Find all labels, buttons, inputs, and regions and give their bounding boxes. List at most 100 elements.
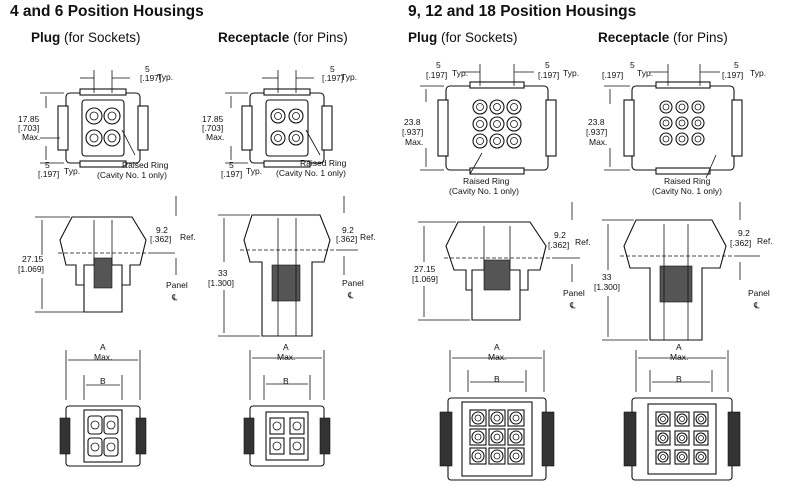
plug-large-ref-in: [.362] bbox=[548, 240, 569, 250]
receptacle-small-side-view bbox=[218, 196, 358, 337]
receptacle-large-typ: Typ. bbox=[637, 68, 653, 78]
contact-cavity-inner bbox=[493, 120, 501, 128]
receptacle-large-dim-a: A bbox=[676, 342, 682, 352]
contact-cavity bbox=[695, 432, 707, 444]
receptacle-small-typ: Typ. bbox=[341, 72, 357, 82]
contact-cavity-inner bbox=[512, 452, 520, 460]
contact-cavity-inner bbox=[476, 137, 484, 145]
contact-cavity-inner bbox=[662, 103, 670, 111]
contact-cavity-inner bbox=[698, 435, 704, 441]
contact-cavity-inner bbox=[512, 433, 520, 441]
plug-large-back-view bbox=[439, 350, 555, 481]
receptacle-small-ref-in: [.362] bbox=[336, 234, 357, 244]
contact-cavity bbox=[509, 430, 523, 444]
receptacle-large-ref-label: Ref. bbox=[757, 236, 773, 246]
plug-large-cavity: (Cavity No. 1 only) bbox=[449, 186, 519, 196]
receptacle-large-ref: 9.2 bbox=[738, 228, 750, 238]
receptacle-small-pitch-in: [.197] bbox=[322, 73, 343, 83]
receptacle-large-pitch-r-in: [.197] bbox=[722, 70, 743, 80]
receptacle-large-panel: Panel bbox=[748, 288, 770, 298]
plug-large-pitch-in: [.197] bbox=[426, 70, 447, 80]
plug-large-side-view bbox=[418, 202, 580, 321]
section-title-small: 4 and 6 Position Housings bbox=[10, 3, 204, 20]
contact-cavity-inner bbox=[476, 120, 484, 128]
plug-small-ref-label: Ref. bbox=[180, 232, 196, 242]
receptacle-small-typ2: Typ. bbox=[246, 166, 262, 176]
receptacle-large-dim-b: B bbox=[676, 374, 682, 384]
receptacle-large-length-in: [1.300] bbox=[594, 282, 620, 292]
plug-small-pitch: 5 bbox=[145, 64, 150, 74]
contact-cavity bbox=[691, 132, 705, 146]
plug-small-panel: Panel bbox=[166, 280, 188, 290]
receptacle-small-ref: 9.2 bbox=[342, 225, 354, 235]
plug-small-ref: 9.2 bbox=[156, 225, 168, 235]
contact-cavity bbox=[506, 133, 522, 149]
contact-cavity bbox=[657, 413, 669, 425]
receptacle-large-back-view bbox=[623, 350, 741, 481]
receptacle-small-length: 33 bbox=[218, 268, 228, 278]
contact-cavity bbox=[472, 116, 488, 132]
receptacle-small-ref-label: Ref. bbox=[360, 232, 376, 242]
contact-cavity-inner bbox=[474, 452, 482, 460]
contact-cavity-inner bbox=[662, 119, 670, 127]
receptacle-large-ref-in: [.362] bbox=[730, 238, 751, 248]
column-heading-receptacle-small: Receptacle (for Pins) bbox=[218, 30, 348, 45]
contact-cavity-inner bbox=[679, 454, 685, 460]
plug-large-height: 23.8 bbox=[404, 117, 421, 127]
contact-cavity bbox=[676, 432, 688, 444]
receptacle-large-pitch: 5 bbox=[630, 60, 635, 70]
plug-large-pitch-r-in: [.197] bbox=[538, 70, 559, 80]
plug-large-max: Max. bbox=[405, 137, 423, 147]
contact-cavity bbox=[471, 430, 485, 444]
contact-cavity-inner bbox=[510, 103, 518, 111]
receptacle-large-max: Max. bbox=[589, 137, 607, 147]
section-title-large: 9, 12 and 18 Position Housings bbox=[408, 3, 637, 20]
receptacle-small-front-view bbox=[225, 70, 333, 168]
contact-cavity-inner bbox=[678, 103, 686, 111]
contact-cavity-inner bbox=[698, 416, 704, 422]
plug-large-typ-r: Typ. bbox=[563, 68, 579, 78]
contact-cavity bbox=[489, 116, 505, 132]
plug-small-height: 17.85 bbox=[18, 114, 40, 124]
contact-cavity bbox=[691, 100, 705, 114]
contact-cavity bbox=[675, 132, 689, 146]
plug-large-pitch-r: 5 bbox=[545, 60, 550, 70]
receptacle-small-length-in: [1.300] bbox=[208, 278, 234, 288]
contact-cavity bbox=[489, 133, 505, 149]
plug-large-height-in: [.937] bbox=[402, 127, 423, 137]
plug-large-dim-a: A bbox=[494, 342, 500, 352]
plug-small-pitch2: 5 bbox=[45, 160, 50, 170]
contact-cavity bbox=[676, 413, 688, 425]
receptacle-small-cavity: (Cavity No. 1 only) bbox=[276, 168, 346, 178]
contact-cavity bbox=[659, 100, 673, 114]
plug-small-typ2: Typ. bbox=[64, 166, 80, 176]
receptacle-large-typ-r: Typ. bbox=[750, 68, 766, 78]
receptacle-small-max: Max. bbox=[206, 132, 224, 142]
contact-cavity bbox=[471, 449, 485, 463]
contact-cavity-inner bbox=[694, 103, 702, 111]
contact-cavity bbox=[489, 99, 505, 115]
receptacle-small-height: 17.85 bbox=[202, 114, 224, 124]
contact-cavity-inner bbox=[679, 435, 685, 441]
contact-cavity bbox=[675, 100, 689, 114]
receptacle-small-panel-cl: ℄ bbox=[347, 290, 354, 300]
contact-cavity-inner bbox=[678, 135, 686, 143]
receptacle-small-height-in: [.703] bbox=[202, 123, 223, 133]
contact-cavity-inner bbox=[662, 135, 670, 143]
contact-cavity bbox=[659, 116, 673, 130]
contact-cavity-inner bbox=[493, 137, 501, 145]
receptacle-large-pitch-r: 5 bbox=[734, 60, 739, 70]
contact-cavity bbox=[472, 133, 488, 149]
plug-large-pitch: 5 bbox=[436, 60, 441, 70]
plug-small-dim-a: A bbox=[100, 342, 106, 352]
receptacle-small-pitch2-in: [.197] bbox=[221, 169, 242, 179]
contact-cavity-inner bbox=[660, 416, 666, 422]
plug-large-ref: 9.2 bbox=[554, 230, 566, 240]
receptacle-small-back-view bbox=[243, 350, 331, 467]
receptacle-large-raised-ring: Raised Ring bbox=[664, 176, 711, 186]
receptacle-large-front-view bbox=[604, 64, 743, 179]
receptacle-large-height: 23.8 bbox=[588, 117, 605, 127]
receptacle-large-side-view bbox=[602, 202, 760, 341]
plug-large-dim-a-max: Max. bbox=[488, 352, 506, 362]
plug-small-pitch-in: [.197] bbox=[140, 73, 161, 83]
